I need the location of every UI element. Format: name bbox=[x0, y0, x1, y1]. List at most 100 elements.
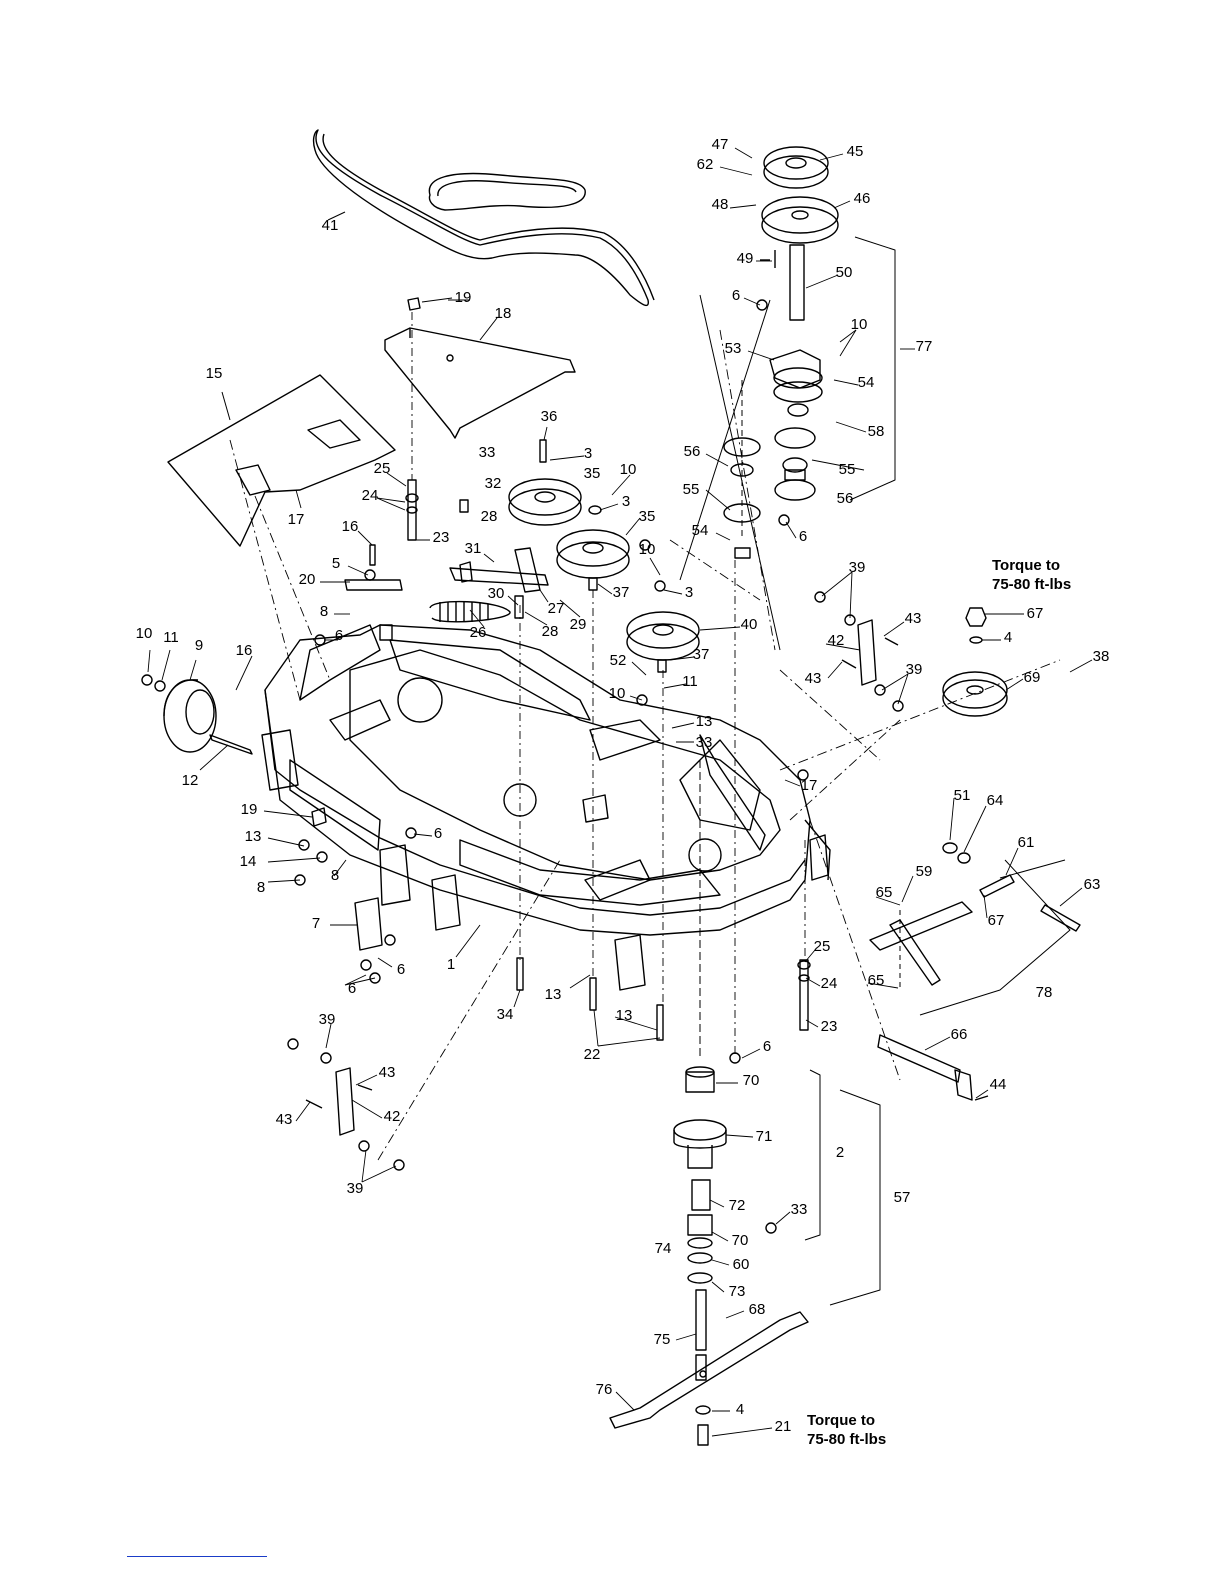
callout-39d: 39 bbox=[347, 1180, 364, 1197]
callout-6f: 6 bbox=[799, 528, 807, 545]
callout-33a: 33 bbox=[479, 444, 496, 461]
leader-lines bbox=[229, 236, 1071, 1306]
idler-pulleys-35 bbox=[508, 439, 630, 591]
callout-56b: 56 bbox=[837, 490, 854, 507]
callout-37b: 37 bbox=[693, 646, 710, 663]
callout-13d: 13 bbox=[616, 1007, 633, 1024]
callout-16b: 16 bbox=[236, 642, 253, 659]
callout-63: 63 bbox=[1084, 876, 1101, 893]
pulley-40 bbox=[626, 611, 700, 673]
deck-brackets bbox=[261, 729, 766, 991]
callout-3a: 3 bbox=[584, 445, 592, 462]
callout-19a: 19 bbox=[455, 289, 472, 306]
gauge-wheel-9 bbox=[141, 674, 253, 755]
belt-cover-18 bbox=[384, 297, 576, 439]
hanger-bracket-42-left bbox=[287, 1038, 405, 1171]
spindle-assembly-2 bbox=[673, 760, 727, 1381]
callout-43a: 43 bbox=[905, 610, 922, 627]
callout-65a: 65 bbox=[876, 884, 893, 901]
hanger-bracket-42-right bbox=[814, 591, 904, 712]
callout-3c: 3 bbox=[685, 584, 693, 601]
gearbox-housing-53 bbox=[723, 349, 823, 559]
callout-24b: 24 bbox=[821, 975, 838, 992]
callout-52: 52 bbox=[610, 652, 627, 669]
callout-59: 59 bbox=[916, 863, 933, 880]
callout-73: 73 bbox=[729, 1283, 746, 1300]
callout-67b: 67 bbox=[988, 912, 1005, 929]
callout-60: 60 bbox=[733, 1256, 750, 1273]
callout-20: 20 bbox=[299, 571, 316, 588]
callout-54a: 54 bbox=[858, 374, 875, 391]
roller-59 bbox=[869, 901, 973, 990]
callout-11a: 11 bbox=[163, 629, 179, 646]
callout-25a: 25 bbox=[374, 460, 391, 477]
callout-66: 66 bbox=[951, 1026, 968, 1043]
callout-41: 41 bbox=[322, 217, 339, 234]
callout-39c: 39 bbox=[319, 1011, 336, 1028]
callout-74: 74 bbox=[655, 1240, 672, 1257]
callout-10a: 10 bbox=[620, 461, 637, 478]
callout-49: 49 bbox=[737, 250, 754, 267]
callout-28b: 28 bbox=[542, 623, 559, 640]
callout-43c: 43 bbox=[379, 1064, 396, 1081]
callout-35a: 35 bbox=[584, 465, 601, 482]
callout-6d: 6 bbox=[348, 980, 356, 997]
callout-2: 2 bbox=[836, 1144, 844, 1161]
callout-31: 31 bbox=[465, 540, 482, 557]
callout-6g: 6 bbox=[763, 1038, 771, 1055]
callout-38: 38 bbox=[1093, 648, 1110, 665]
torque-note-bottom: Torque to 75-80 ft-lbs bbox=[807, 1411, 886, 1449]
mower-deck-1 bbox=[264, 624, 831, 936]
callout-10d: 10 bbox=[609, 685, 626, 702]
drive-shaft-50 bbox=[760, 244, 805, 321]
bolt-63 bbox=[942, 842, 1081, 932]
callout-10c: 10 bbox=[136, 625, 153, 642]
callout-34: 34 bbox=[497, 1006, 514, 1023]
torque-note-top: Torque to 75-80 ft-lbs bbox=[992, 556, 1071, 594]
callout-25b: 25 bbox=[814, 938, 831, 955]
callout-18: 18 bbox=[495, 305, 512, 322]
callout-40: 40 bbox=[741, 616, 758, 633]
callout-46: 46 bbox=[854, 190, 871, 207]
callout-37a: 37 bbox=[613, 584, 630, 601]
callout-27: 27 bbox=[548, 600, 565, 617]
drive-belt-41 bbox=[312, 129, 655, 307]
callout-48: 48 bbox=[712, 196, 729, 213]
callout-64: 64 bbox=[987, 792, 1004, 809]
callout-17b: 17 bbox=[801, 777, 818, 794]
discharge-chute-15 bbox=[167, 374, 396, 547]
callout-5: 5 bbox=[332, 555, 340, 572]
callout-leaders bbox=[147, 147, 1093, 1437]
callout-19b: 19 bbox=[241, 801, 258, 818]
callout-71: 71 bbox=[756, 1128, 773, 1145]
callout-16a: 16 bbox=[342, 518, 359, 535]
callout-39a: 39 bbox=[849, 559, 866, 576]
callout-33b: 33 bbox=[696, 734, 713, 751]
callout-4a: 4 bbox=[1004, 629, 1012, 646]
torque-note-bottom-line2: 75-80 ft-lbs bbox=[807, 1431, 887, 1448]
callout-72: 72 bbox=[729, 1197, 746, 1214]
callout-6c: 6 bbox=[397, 961, 405, 978]
callout-30: 30 bbox=[488, 585, 505, 602]
callout-50: 50 bbox=[836, 264, 853, 281]
callout-10e: 10 bbox=[851, 316, 868, 333]
roller-66 bbox=[877, 1034, 989, 1101]
callout-10b: 10 bbox=[639, 541, 656, 558]
callout-21: 21 bbox=[775, 1418, 792, 1435]
callout-55b: 55 bbox=[683, 481, 700, 498]
callout-68: 68 bbox=[749, 1301, 766, 1318]
callout-69: 69 bbox=[1024, 669, 1041, 686]
callout-70a: 70 bbox=[743, 1072, 760, 1089]
callout-14: 14 bbox=[240, 853, 257, 870]
mower-blade-76 bbox=[609, 1311, 809, 1446]
callout-53: 53 bbox=[725, 340, 742, 357]
callout-24a: 24 bbox=[362, 487, 379, 504]
callout-75: 75 bbox=[654, 1331, 671, 1348]
callout-76: 76 bbox=[596, 1381, 613, 1398]
callout-11b: 11 bbox=[682, 673, 698, 690]
callout-44: 44 bbox=[990, 1076, 1007, 1093]
callout-26: 26 bbox=[470, 624, 487, 641]
callout-39b: 39 bbox=[906, 661, 923, 678]
drive-pulley-45 bbox=[763, 146, 829, 189]
